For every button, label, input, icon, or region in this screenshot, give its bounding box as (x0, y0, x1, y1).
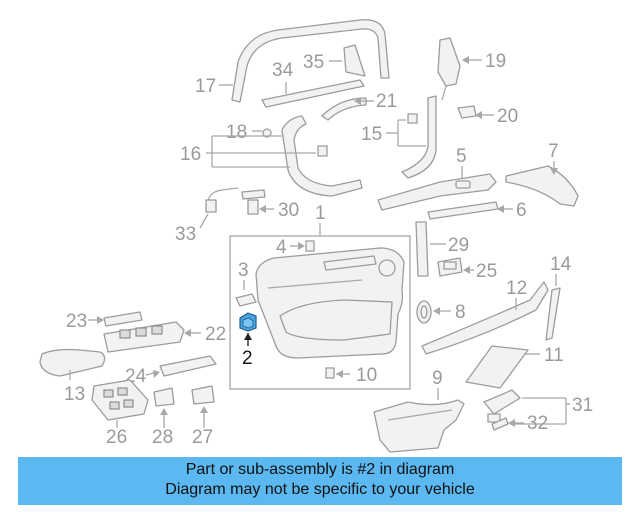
label-6: 6 (516, 200, 527, 221)
part-1-armrest-line (267, 279, 363, 289)
part-1-group-box (229, 235, 411, 390)
part-1-pocket (279, 299, 393, 341)
label-11: 11 (544, 345, 564, 366)
label-18: 18 (226, 122, 247, 143)
label-7: 7 (548, 141, 559, 162)
part-1-grille (323, 255, 377, 271)
part-8-speaker-center (420, 305, 428, 319)
part-18-grommet (262, 128, 272, 138)
label-28: 28 (152, 427, 173, 448)
part-22-btn-2 (135, 327, 147, 337)
label-8: 8 (455, 302, 466, 323)
label-4: 4 (276, 237, 287, 258)
label-22: 22 (205, 324, 226, 345)
label-23: 23 (66, 311, 87, 332)
part-31-switch (487, 413, 501, 423)
label-15: 15 (361, 124, 382, 145)
part-26-btn-4 (123, 399, 134, 408)
part-19-mirror-sail (437, 37, 461, 87)
label-12: 12 (506, 278, 527, 299)
part-29-bracket (415, 221, 429, 277)
part-15-clip (407, 113, 418, 124)
part-7-upper-trim (505, 165, 579, 207)
label-16: 16 (180, 144, 201, 165)
part-30-block (241, 189, 266, 200)
label-27: 27 (192, 427, 213, 448)
label-32: 32 (527, 413, 548, 434)
part-26-btn-1 (103, 389, 114, 398)
part-15-weatherstrip (401, 95, 437, 179)
part-22-btn-1 (119, 329, 131, 339)
part-16-door-frame (281, 115, 363, 197)
part-32-bulb (491, 417, 509, 431)
label-3: 3 (238, 260, 249, 281)
label-31: 31 (572, 395, 593, 416)
part-26-btn-2 (117, 387, 128, 396)
label-5: 5 (456, 146, 467, 167)
part-28-switch (153, 387, 175, 407)
part-9-lower-trim (373, 399, 465, 453)
part-5-switch (455, 180, 471, 189)
part-23-trim (103, 311, 143, 327)
label-20: 20 (497, 106, 518, 127)
part-17-window-frame (231, 19, 390, 103)
label-29: 29 (448, 235, 469, 256)
label-1: 1 (315, 203, 326, 224)
label-25: 25 (476, 261, 497, 282)
part-22-btn-3 (151, 325, 163, 335)
label-34: 34 (272, 60, 294, 81)
label-17: 17 (195, 76, 216, 97)
part-6-trim-bar (427, 201, 499, 220)
part-35-corner-bracket (343, 44, 366, 77)
part-31-switch-housing (483, 389, 521, 415)
part-11-panel (465, 345, 529, 389)
part-2-highlighted (239, 312, 257, 332)
label-2: 2 (242, 348, 253, 369)
label-21: 21 (376, 91, 397, 112)
part-30-pin (247, 199, 259, 215)
part-25-button (443, 261, 457, 270)
part-20-clip (457, 105, 477, 119)
part-21-curved-trim (321, 97, 367, 121)
label-14: 14 (550, 254, 572, 275)
part-24-strip (159, 355, 217, 377)
banner-line-2: Diagram may not be specific to your vehi… (165, 481, 475, 498)
label-9: 9 (432, 368, 443, 389)
part-10-clip (325, 367, 335, 379)
part-12-armrest (421, 281, 549, 355)
part-22-window-switch-panel (103, 321, 185, 353)
part-33-connector (205, 199, 217, 213)
label-30: 30 (278, 200, 299, 221)
part-14-trim (545, 287, 561, 341)
leader-2-arrow (244, 333, 252, 340)
banner-line-1: Part or sub-assembly is #2 in diagram (185, 461, 455, 478)
part-9-detail (387, 409, 453, 421)
label-33: 33 (175, 224, 196, 245)
label-26: 26 (106, 427, 127, 448)
label-35: 35 (303, 52, 324, 73)
part-16-clip (317, 145, 328, 157)
part-27-switch (191, 385, 215, 405)
part-1-speaker-ring (378, 259, 396, 277)
label-19: 19 (485, 51, 506, 72)
parts-diagram: 17 34 35 19 21 20 15 18 16 5 7 (39, 19, 593, 453)
part-13-handle-bezel (39, 348, 106, 377)
part-26-btn-3 (109, 401, 120, 410)
info-banner: Part or sub-assembly is #2 in diagram Di… (18, 457, 622, 505)
part-3-clip (235, 293, 257, 307)
part-34-trim-strip (261, 79, 365, 108)
label-10: 10 (356, 365, 377, 386)
part-4-clip (305, 240, 315, 252)
label-13: 13 (64, 384, 85, 405)
